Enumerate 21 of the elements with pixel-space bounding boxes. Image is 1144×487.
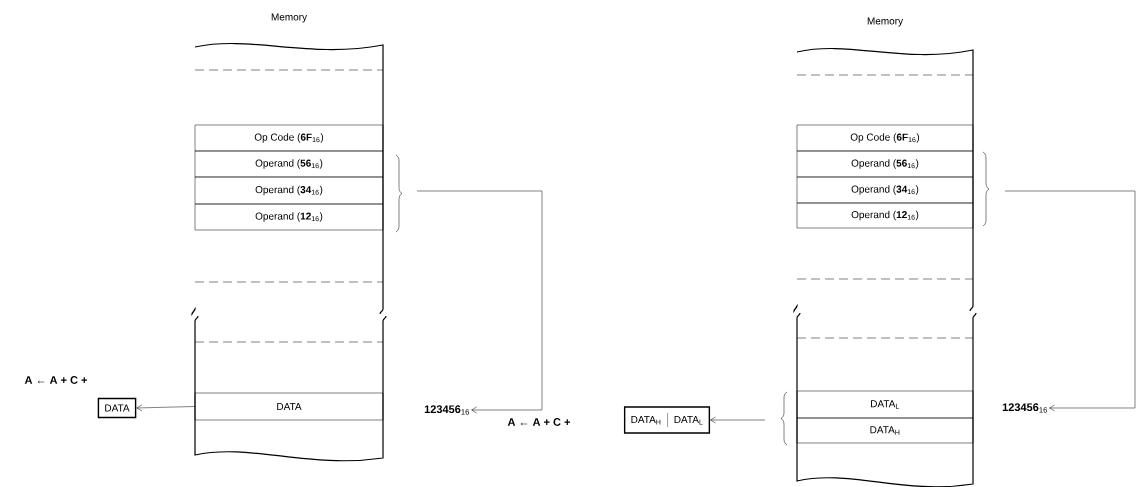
arrow [1004,190,1136,412]
memory-cell: DATA [194,392,384,421]
memory-cell: DATA$_{L}$ [796,390,974,419]
arrow [136,404,195,412]
register-box: DATA$_{H}$ DATA$_{L}$ [623,406,711,434]
address-text: 123456$_{16}$ [424,405,470,415]
memory-cell: Operand (56$_{16}$) [796,150,974,178]
memory-cell: Operand (34$_{16}$) [194,176,384,205]
arrow [710,416,766,424]
memory-cell: DATA$_{H}$ [796,417,974,444]
equation-text: A ← A + C + [507,418,571,426]
memory-cell: Operand (12$_{16}$) [194,203,384,231]
memory-cell: Op Code (6F$_{16}$) [796,124,974,152]
equation-text: A ← A + C + [24,376,88,384]
memory-cell: Operand (34$_{16}$) [796,176,974,204]
memory-cell: Op Code (6F$_{16}$) [194,124,384,152]
arrow [416,190,543,414]
address-text: 123456$_{16}$ [1002,403,1048,413]
data-box: DATA [97,397,137,419]
memory-cell: Operand (12$_{16}$) [796,202,974,229]
memory-cell: Operand (56$_{16}$) [194,150,384,178]
